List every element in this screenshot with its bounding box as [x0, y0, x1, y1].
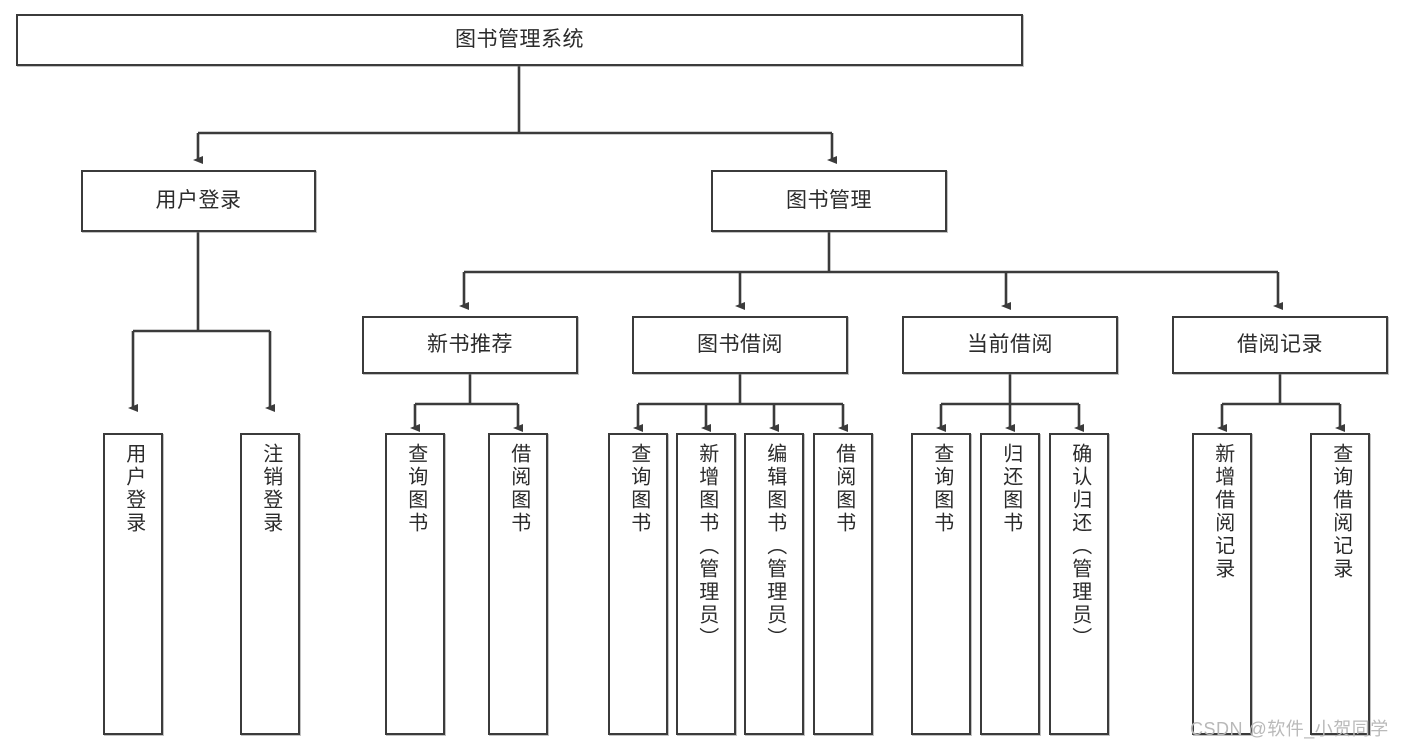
node-leaf-borrow-book-1-label: 借阅图书 — [507, 443, 530, 535]
node-leaf-query-book-3-label: 查询图书 — [930, 443, 953, 535]
node-leaf-query-book-3[interactable]: 查询图书 — [911, 433, 971, 735]
node-leaf-add-book[interactable]: 新增图书（管理员） — [676, 433, 736, 735]
node-leaf-return-book-label: 归还图书 — [999, 443, 1022, 535]
node-user-login[interactable]: 用户登录 — [81, 170, 316, 232]
node-new-book-rec-label: 新书推荐 — [427, 332, 513, 356]
node-leaf-query-record-label: 查询借阅记录 — [1329, 443, 1352, 581]
node-current-borrow-label: 当前借阅 — [967, 332, 1053, 356]
node-leaf-query-book-1[interactable]: 查询图书 — [385, 433, 445, 735]
node-borrow-record-label: 借阅记录 — [1237, 332, 1323, 356]
node-book-borrow-label: 图书借阅 — [697, 332, 783, 356]
node-leaf-add-book-label: 新增图书（管理员） — [695, 443, 718, 650]
node-leaf-edit-book[interactable]: 编辑图书（管理员） — [744, 433, 804, 735]
node-leaf-user-login-label: 用户登录 — [122, 443, 145, 535]
node-new-book-rec[interactable]: 新书推荐 — [362, 316, 578, 374]
node-borrow-record[interactable]: 借阅记录 — [1172, 316, 1388, 374]
node-user-login-label: 用户登录 — [155, 188, 242, 212]
node-leaf-query-book-2[interactable]: 查询图书 — [608, 433, 668, 735]
node-book-manage-label: 图书管理 — [786, 188, 872, 212]
node-book-borrow[interactable]: 图书借阅 — [632, 316, 848, 374]
node-root[interactable]: 图书管理系统 — [16, 14, 1023, 66]
node-leaf-return-book[interactable]: 归还图书 — [980, 433, 1040, 735]
node-leaf-borrow-book-2-label: 借阅图书 — [832, 443, 855, 535]
node-book-manage[interactable]: 图书管理 — [711, 170, 947, 232]
node-leaf-add-record[interactable]: 新增借阅记录 — [1192, 433, 1252, 735]
node-leaf-logout[interactable]: 注销登录 — [240, 433, 300, 735]
csdn-watermark: CSDN @软件_小贺同学 — [1190, 719, 1389, 739]
node-leaf-query-book-1-label: 查询图书 — [404, 443, 427, 535]
node-leaf-query-record[interactable]: 查询借阅记录 — [1310, 433, 1370, 735]
node-leaf-confirm-return-label: 确认归还（管理员） — [1068, 443, 1091, 650]
node-leaf-borrow-book-1[interactable]: 借阅图书 — [488, 433, 548, 735]
node-leaf-logout-label: 注销登录 — [259, 443, 282, 535]
node-leaf-confirm-return[interactable]: 确认归还（管理员） — [1049, 433, 1109, 735]
node-leaf-add-record-label: 新增借阅记录 — [1211, 443, 1234, 581]
node-leaf-query-book-2-label: 查询图书 — [627, 443, 650, 535]
node-leaf-user-login[interactable]: 用户登录 — [103, 433, 163, 735]
node-leaf-borrow-book-2[interactable]: 借阅图书 — [813, 433, 873, 735]
node-current-borrow[interactable]: 当前借阅 — [902, 316, 1118, 374]
node-leaf-edit-book-label: 编辑图书（管理员） — [763, 443, 786, 650]
node-root-label: 图书管理系统 — [455, 27, 584, 51]
